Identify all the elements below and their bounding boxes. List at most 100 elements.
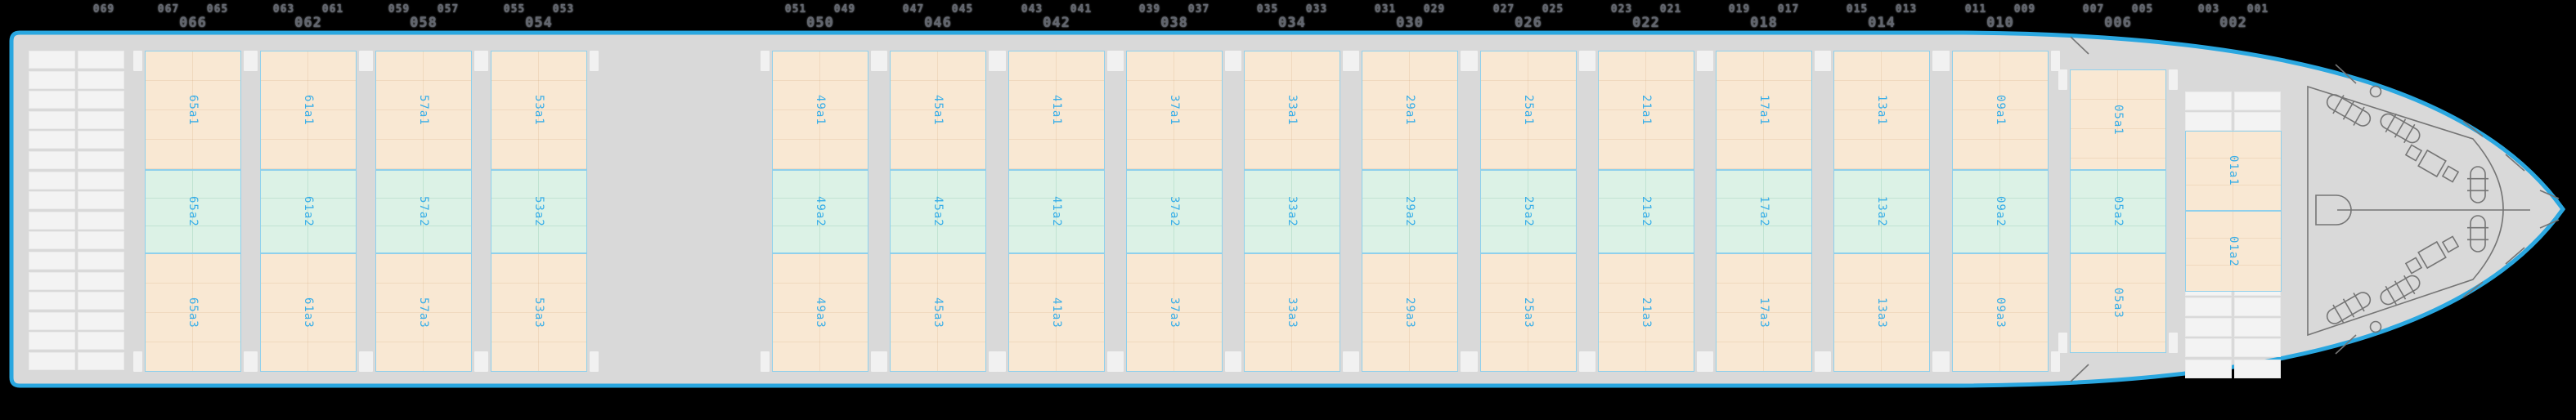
cabin-09a3[interactable]: 09a3 [1952,253,2049,372]
cabin-61a3[interactable]: 61a3 [260,253,357,372]
cabin-29a3[interactable]: 29a3 [1362,253,1458,372]
cabin-29a1[interactable]: 29a1 [1362,51,1458,170]
utility-cell [78,70,124,89]
berth-number-label: 009 [2013,3,2036,16]
cabin-05a2[interactable]: 05a2 [2070,170,2166,253]
cabin-65a3[interactable]: 65a3 [145,253,241,372]
utility-cell [78,91,124,109]
cabin-33a2[interactable]: 33a2 [1244,170,1340,253]
cabin-label: 05a1 [2112,104,2125,136]
utility-cell [2185,297,2232,316]
cabin-label: 25a1 [1522,95,1535,126]
berth-number-label: 057 [437,3,460,16]
cabin-17a2[interactable]: 17a2 [1716,170,1812,253]
cabin-label: 57a3 [417,297,430,328]
hull-segment-mark [2462,281,2484,298]
cabin-57a3[interactable]: 57a3 [375,253,472,372]
cabin-09a2[interactable]: 09a2 [1952,170,2049,253]
cabin-label: 05a2 [2112,196,2125,227]
cabin-17a1[interactable]: 17a1 [1716,51,1812,170]
cabin-33a3[interactable]: 33a3 [1244,253,1340,372]
cabin-01a1[interactable]: 01a1 [2185,131,2282,211]
cabin-entry-marker [1941,351,1950,372]
cabin-label: 13a2 [1875,196,1888,227]
cabin-entry-marker [871,51,880,71]
cabin-05a3[interactable]: 05a3 [2070,253,2166,353]
cabin-49a2[interactable]: 49a2 [772,170,868,253]
cabin-entry-marker [761,351,770,372]
cabin-57a2[interactable]: 57a2 [375,170,472,253]
cabin-13a2[interactable]: 13a2 [1833,170,1930,253]
cabin-53a1[interactable]: 53a1 [491,51,587,170]
sun-lounger-icon [2326,292,2372,324]
utility-cell [78,252,124,270]
cabin-49a1[interactable]: 49a1 [772,51,868,170]
utility-cell [29,292,75,311]
cabin-37a2[interactable]: 37a2 [1126,170,1223,253]
cabin-09a1[interactable]: 09a1 [1952,51,2049,170]
cabin-37a1[interactable]: 37a1 [1126,51,1223,170]
cabin-61a1[interactable]: 61a1 [260,51,357,170]
berth-number-label: 007 [2082,3,2105,16]
cabin-13a1[interactable]: 13a1 [1833,51,1930,170]
cabin-53a3[interactable]: 53a3 [491,253,587,372]
berth-number-label: 059 [388,3,411,16]
utility-cell [2234,92,2281,110]
cabin-05a1[interactable]: 05a1 [2070,69,2166,170]
cabin-label: 41a2 [1050,196,1063,227]
cabin-41a3[interactable]: 41a3 [1008,253,1105,372]
row-number-label: 006 [2104,15,2132,31]
cabin-01a2[interactable]: 01a2 [2185,211,2282,292]
cabin-33a1[interactable]: 33a1 [1244,51,1340,170]
cabin-61a2[interactable]: 61a2 [260,170,357,253]
utility-cell [29,70,75,89]
cabin-57a1[interactable]: 57a1 [375,51,472,170]
sun-lounger-icon [2380,275,2421,306]
cabin-entry-marker [1343,351,1352,372]
cabin-entry-marker [1822,351,1831,372]
cabin-17a3[interactable]: 17a3 [1716,253,1812,372]
cabin-entry-marker [871,351,880,372]
cabin-21a2[interactable]: 21a2 [1598,170,1694,253]
cabin-entry-marker [1704,351,1713,372]
utility-cell [2234,297,2281,316]
cabin-25a2[interactable]: 25a2 [1480,170,1577,253]
cabin-49a3[interactable]: 49a3 [772,253,868,372]
bow-lounge-area [2070,36,2560,382]
cabin-entry-marker [590,351,599,372]
cabin-45a1[interactable]: 45a1 [890,51,986,170]
utility-cell [29,271,75,290]
cabin-45a2[interactable]: 45a2 [890,170,986,253]
table-set-icon [2404,144,2460,183]
row-number-label: 030 [1396,15,1424,31]
cabin-41a1[interactable]: 41a1 [1008,51,1105,170]
cabin-29a2[interactable]: 29a2 [1362,170,1458,253]
row-number-label: 026 [1515,15,1542,31]
cabin-label: 45a2 [931,196,945,227]
cabin-entry-marker [2169,333,2178,353]
cabin-45a3[interactable]: 45a3 [890,253,986,372]
utility-cell [2185,112,2232,132]
cabin-25a3[interactable]: 25a3 [1480,253,1577,372]
cabin-21a1[interactable]: 21a1 [1598,51,1694,170]
cabin-entry-marker [1350,51,1359,71]
cabin-label: 49a2 [814,196,827,227]
berth-number-label: 029 [1423,3,1446,16]
cabin-label: 17a3 [1757,297,1770,328]
berth-number-label: 047 [902,3,925,16]
utility-cell [78,332,124,351]
cabin-entry-marker [2051,351,2060,372]
cabin-41a2[interactable]: 41a2 [1008,170,1105,253]
cabin-65a2[interactable]: 65a2 [145,170,241,253]
cabin-entry-marker [1697,351,1706,372]
cabin-37a3[interactable]: 37a3 [1126,253,1223,372]
berth-number-label: 011 [1964,3,1987,16]
cabin-53a2[interactable]: 53a2 [491,170,587,253]
row-number-label: 058 [410,15,438,31]
cabin-entry-marker [244,51,253,71]
cabin-13a3[interactable]: 13a3 [1833,253,1930,372]
cabin-21a3[interactable]: 21a3 [1598,253,1694,372]
cabin-65a1[interactable]: 65a1 [145,51,241,170]
cabin-25a1[interactable]: 25a1 [1480,51,1577,170]
cabin-label: 21a1 [1640,95,1653,126]
